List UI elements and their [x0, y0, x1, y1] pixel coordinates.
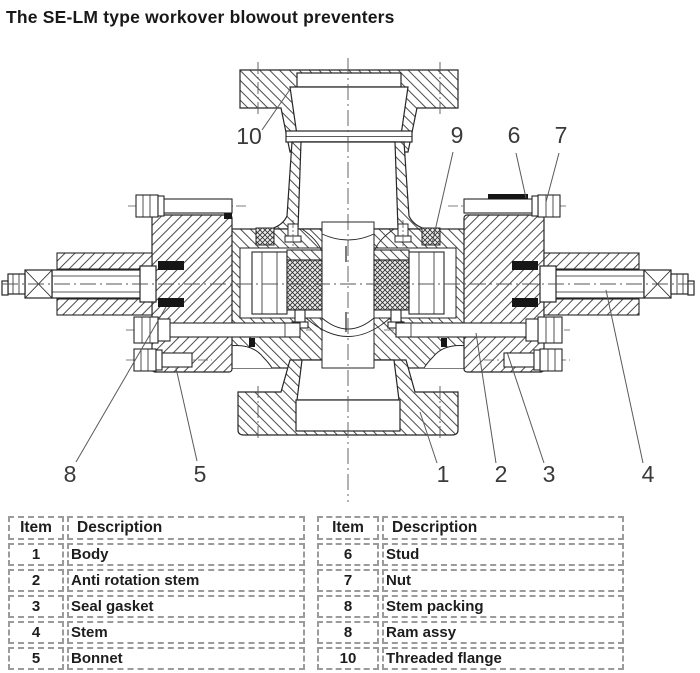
stem-boss-left [56, 252, 153, 316]
flange-socket-top [296, 72, 402, 88]
callout-10: 10 [236, 123, 262, 149]
table-row: 2 Anti rotation stem [8, 569, 305, 592]
item-cell: 3 [8, 595, 64, 618]
callout-5: 5 [194, 461, 207, 487]
neck-base-studs [284, 220, 412, 248]
description-cell: Stem [67, 621, 305, 644]
callout-7: 7 [555, 122, 568, 148]
parts-table-right: Item Description 6 Stud 7 Nut 8 Stem pac… [314, 513, 627, 673]
bonnet-bolt-left [126, 348, 212, 372]
neck [270, 141, 426, 230]
ram-follower [408, 251, 445, 315]
column-header-item: Item [8, 516, 64, 540]
anti-rotation-stem-right [384, 316, 570, 344]
column-header-description: Description [67, 516, 305, 540]
callout-3: 3 [543, 461, 556, 487]
ram-follower [251, 251, 288, 315]
table-row: 6 Stud [317, 543, 624, 566]
callout-1: 1 [437, 461, 450, 487]
description-cell: Stem packing [382, 595, 624, 618]
description-cell: Threaded flange [382, 647, 624, 670]
item-cell: 7 [317, 569, 379, 592]
nut [135, 194, 159, 218]
description-cell: Stud [382, 543, 624, 566]
item-cell: 8 [317, 595, 379, 618]
ram-top-plate [286, 249, 323, 261]
bonnet-bolt-right [484, 348, 570, 372]
table-header-row: Item Description [8, 516, 305, 540]
ram-rubber [373, 259, 410, 311]
callout-8: 8 [64, 461, 77, 487]
description-cell: Ram assy [382, 621, 624, 644]
stem-boss-right [543, 252, 640, 316]
description-cell: Nut [382, 569, 624, 592]
nut [537, 194, 561, 218]
figure-title: The SE-LM type workover blowout prevente… [6, 7, 395, 27]
table-row: 7 Nut [317, 569, 624, 592]
description-cell: Body [67, 543, 305, 566]
description-cell: Seal gasket [67, 595, 305, 618]
column-header-item: Item [317, 516, 379, 540]
ram-rubber [286, 259, 323, 311]
seal-gasket-right [441, 338, 447, 347]
bonnet-right [463, 214, 545, 373]
anti-rotation-stem-left [126, 316, 312, 344]
table-row: 8 Ram assy [317, 621, 624, 644]
table-row: 4 Stem [8, 621, 305, 644]
callout-4: 4 [642, 461, 655, 487]
description-cell: Anti rotation stem [67, 569, 305, 592]
column-header-description: Description [382, 516, 624, 540]
description-cell: Bonnet [67, 647, 305, 670]
threaded-flange [239, 62, 459, 153]
item-cell: 1 [8, 543, 64, 566]
packing-rings [255, 227, 441, 246]
item-cell: 6 [317, 543, 379, 566]
table-row: 3 Seal gasket [8, 595, 305, 618]
centerlines [2, 58, 694, 502]
item-cell: 5 [8, 647, 64, 670]
item-cell: 4 [8, 621, 64, 644]
item-cell: 8 [317, 621, 379, 644]
bolt-axis [257, 62, 441, 116]
bolt-axis [257, 386, 441, 441]
ram-assembly-left [251, 249, 323, 329]
item-cell: 2 [8, 569, 64, 592]
table-row: 10 Threaded flange [317, 647, 624, 670]
table-header-row: Item Description [317, 516, 624, 540]
parts-tables: Item Description 1 Body 2 Anti rotation … [5, 513, 697, 673]
table-row: 5 Bonnet [8, 647, 305, 670]
table-row: 1 Body [8, 543, 305, 566]
item-cell: 10 [317, 647, 379, 670]
callout-9: 9 [451, 122, 464, 148]
bop-cross-section-drawing: 10 9 6 7 8 5 1 2 3 4 [1, 58, 695, 502]
ram-top-plate [373, 249, 410, 261]
stud-nut-top-right [448, 194, 568, 218]
bonnet-left [151, 214, 233, 373]
parts-table-left: Item Description 1 Body 2 Anti rotation … [5, 513, 308, 673]
table-row: 8 Stem packing [317, 595, 624, 618]
callouts: 10 9 6 7 8 5 1 2 3 4 [64, 122, 655, 487]
stem-packing [158, 261, 538, 307]
seal-gasket-left [249, 338, 255, 347]
stud-nut-top-left [128, 194, 248, 219]
callout-6: 6 [508, 122, 521, 148]
callout-2: 2 [495, 461, 508, 487]
leader-lines [75, 87, 644, 464]
